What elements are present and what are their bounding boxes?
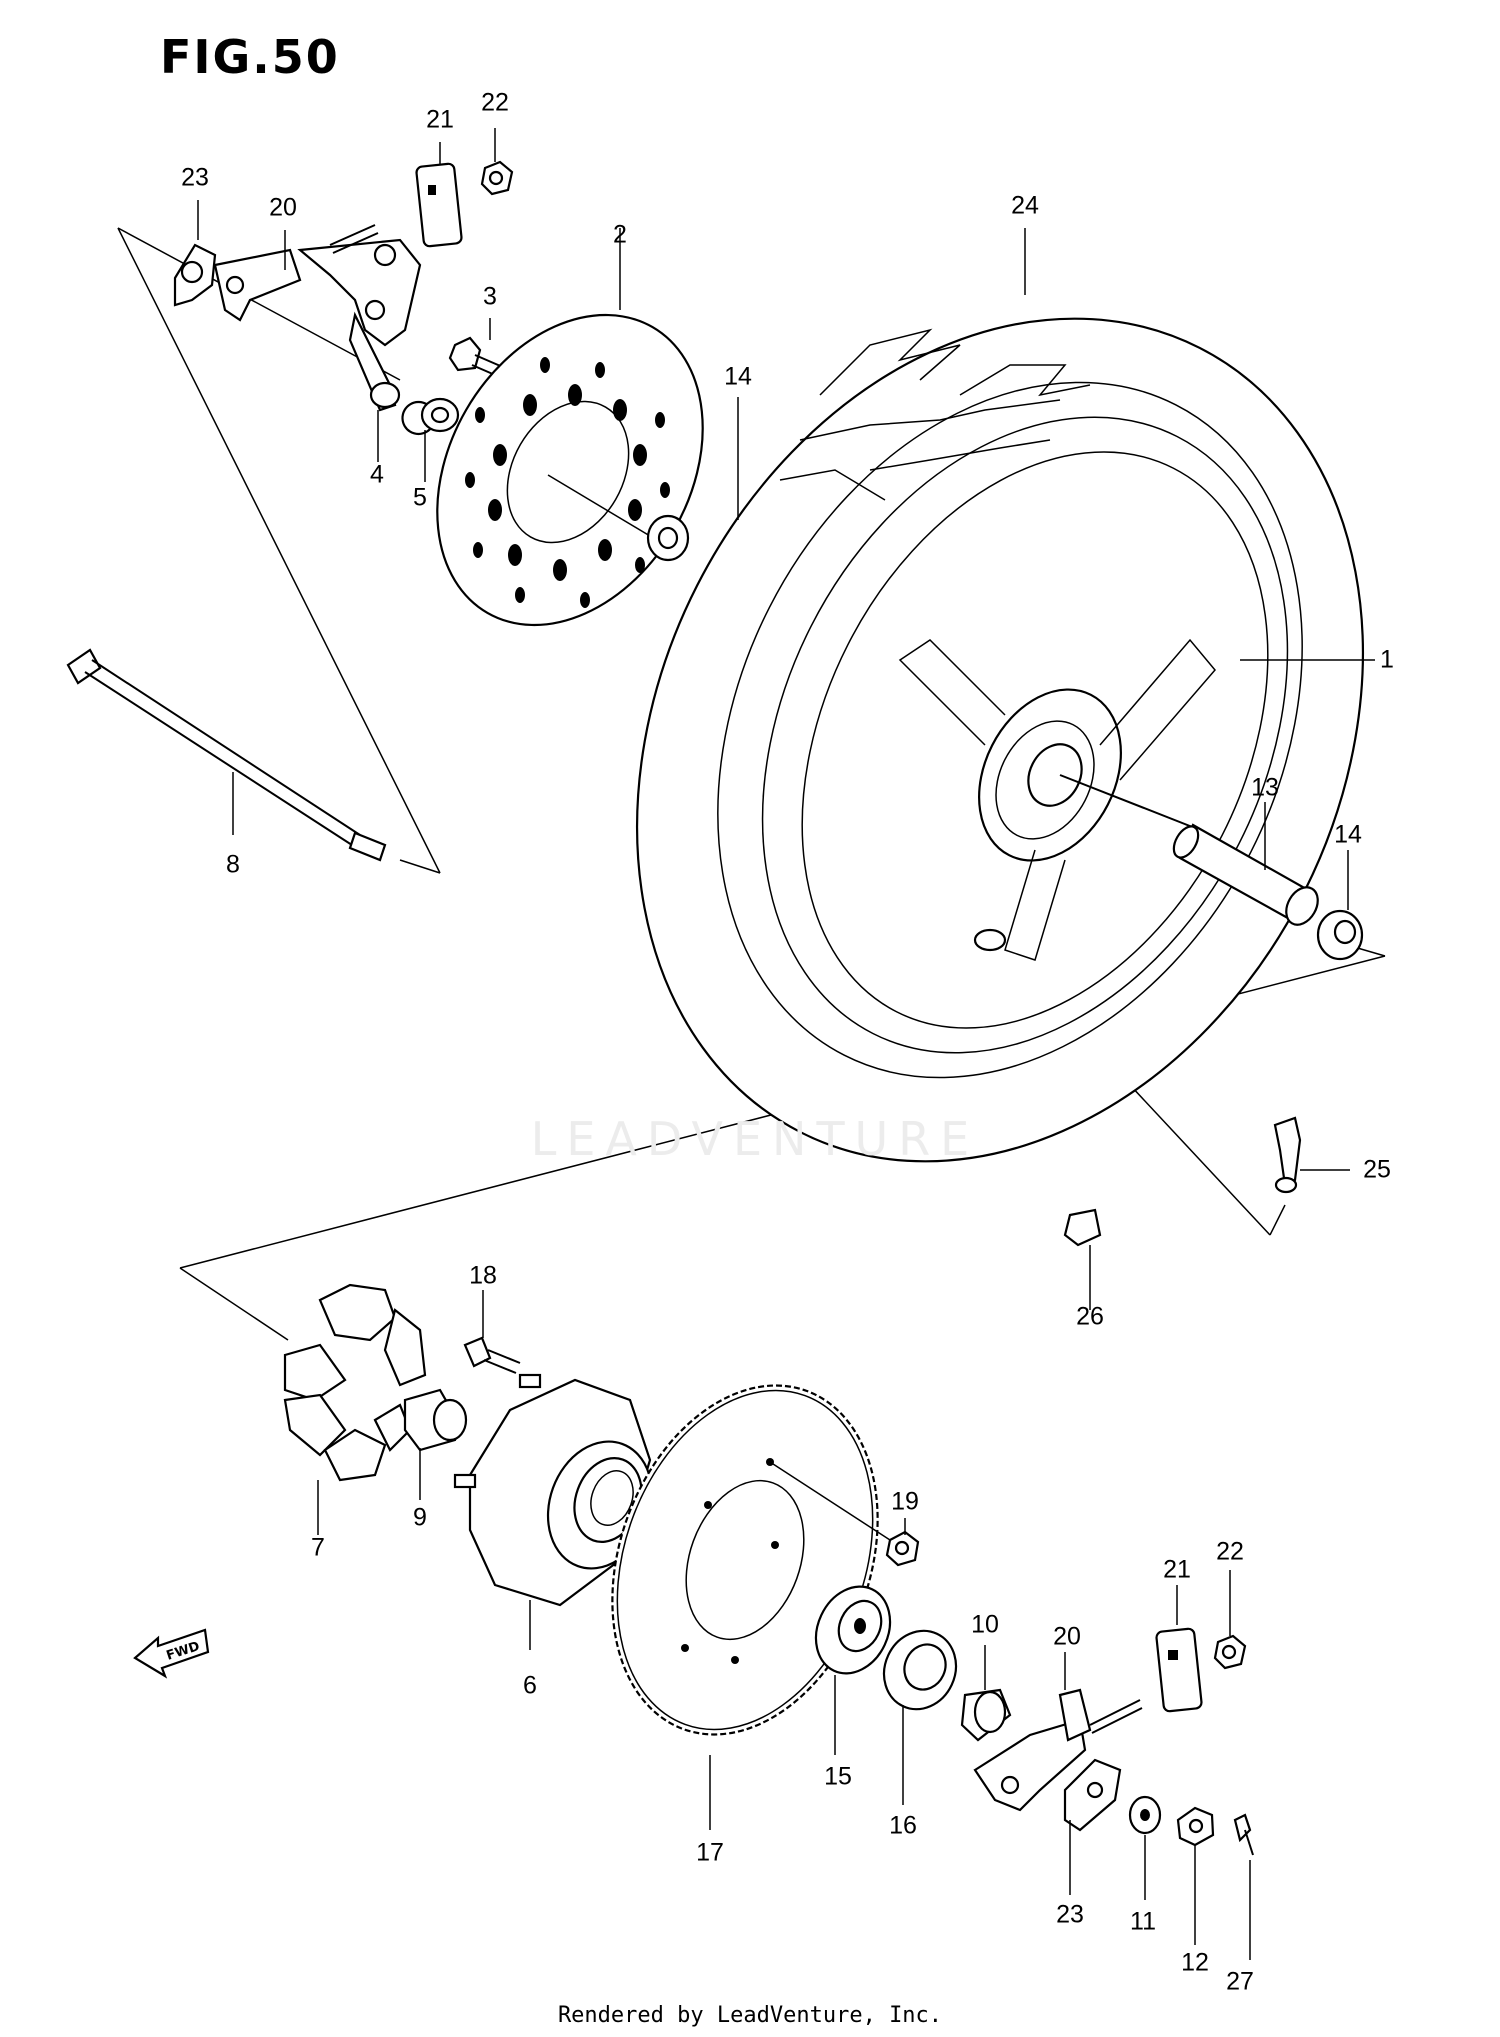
spacer-upper bbox=[646, 514, 690, 562]
callout-11: 11 bbox=[1130, 1907, 1156, 1936]
brake-pad-and-nut bbox=[415, 160, 514, 248]
footer-credit: Rendered by LeadVenture, Inc. bbox=[557, 2003, 943, 2028]
callout-17: 17 bbox=[696, 1838, 724, 1867]
axle-collar bbox=[1172, 823, 1319, 926]
figure-title: FIG.50 bbox=[160, 30, 340, 84]
watermark: LEADVENTURE bbox=[530, 1112, 980, 1166]
callout-20: 20 bbox=[269, 193, 297, 222]
callout-1: 1 bbox=[1380, 645, 1394, 674]
callout-3: 3 bbox=[483, 282, 497, 311]
spacer-lower bbox=[1316, 909, 1364, 961]
hub-damper bbox=[283, 1283, 427, 1482]
wheel-and-tire bbox=[636, 317, 1364, 1163]
callout-27: 27 bbox=[1226, 1967, 1254, 1996]
callout-7: 7 bbox=[311, 1533, 325, 1562]
callout-25: 25 bbox=[1363, 1155, 1391, 1184]
rear-sprocket bbox=[611, 1384, 891, 1736]
callout-22: 22 bbox=[481, 88, 509, 117]
callout-19: 19 bbox=[891, 1487, 919, 1516]
callout-20-lower: 20 bbox=[1053, 1622, 1081, 1651]
damper-pin bbox=[403, 1388, 468, 1452]
sprocket-nut bbox=[885, 1530, 920, 1567]
adjuster-plate bbox=[1063, 1758, 1122, 1832]
chain-adjuster bbox=[973, 1688, 1143, 1812]
callout-21-lower: 21 bbox=[1163, 1555, 1191, 1584]
callout-15: 15 bbox=[824, 1762, 852, 1791]
callout-6: 6 bbox=[523, 1671, 537, 1700]
callout-21: 21 bbox=[426, 105, 454, 134]
callout-26: 26 bbox=[1076, 1302, 1104, 1331]
callout-9: 9 bbox=[413, 1503, 427, 1532]
chain-guide-pad bbox=[1155, 1627, 1247, 1713]
callout-10: 10 bbox=[971, 1610, 999, 1639]
tire-valve bbox=[1273, 1116, 1302, 1194]
callout-8: 8 bbox=[226, 850, 240, 879]
callout-2: 2 bbox=[613, 220, 627, 249]
callout-5: 5 bbox=[413, 483, 427, 512]
callout-18: 18 bbox=[469, 1261, 497, 1290]
balance-weight bbox=[1063, 1208, 1102, 1247]
callout-14-upper: 14 bbox=[724, 362, 752, 391]
leader-lines bbox=[197, 128, 1375, 1960]
callout-16: 16 bbox=[889, 1811, 917, 1840]
callout-23-lower: 23 bbox=[1056, 1900, 1084, 1929]
caliper-bracket bbox=[173, 224, 460, 436]
callout-22-lower: 22 bbox=[1216, 1537, 1244, 1566]
axle-nut-set bbox=[1128, 1795, 1254, 1856]
bearing bbox=[814, 1585, 892, 1675]
callout-4: 4 bbox=[370, 460, 384, 489]
callout-13: 13 bbox=[1251, 773, 1279, 802]
forward-arrow-icon: FWD bbox=[133, 1628, 210, 1679]
callout-12: 12 bbox=[1181, 1948, 1209, 1977]
callout-23: 23 bbox=[181, 163, 209, 192]
callout-14-lower: 14 bbox=[1334, 820, 1362, 849]
callout-24: 24 bbox=[1011, 191, 1039, 220]
drum-spacer bbox=[960, 1688, 1012, 1742]
sprocket-drum bbox=[453, 1373, 654, 1607]
hub-bolt bbox=[463, 1336, 521, 1374]
axle bbox=[66, 648, 387, 862]
